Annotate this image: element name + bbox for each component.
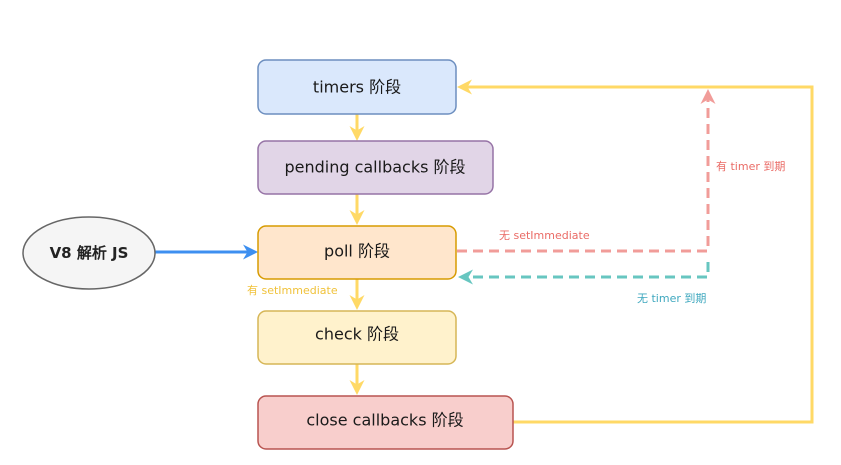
node-check: check 阶段 xyxy=(257,310,457,365)
node-close-callbacks: close callbacks 阶段 xyxy=(257,395,514,450)
label-no-setimmediate: 无 setImmediate xyxy=(499,229,590,242)
node-v8-label: V8 解析 JS xyxy=(50,244,129,262)
node-v8-parse: V8 解析 JS xyxy=(22,216,156,290)
edge-close-to-timers-loop xyxy=(457,79,814,424)
node-poll-label: poll 阶段 xyxy=(324,242,390,261)
node-check-label: check 阶段 xyxy=(315,325,399,344)
node-timers-label: timers 阶段 xyxy=(313,78,401,97)
node-close-label: close callbacks 阶段 xyxy=(306,411,463,430)
node-poll: poll 阶段 xyxy=(257,225,457,280)
edge-no-timer-back-to-poll xyxy=(458,262,710,285)
edge-poll-to-timers-dashed xyxy=(457,89,716,253)
label-no-timer-expired: 无 timer 到期 xyxy=(637,292,706,305)
node-pending-label: pending callbacks 阶段 xyxy=(284,158,465,177)
node-timers: timers 阶段 xyxy=(257,59,457,115)
label-has-timer-expired: 有 timer 到期 xyxy=(716,159,785,173)
node-pending-callbacks: pending callbacks 阶段 xyxy=(257,140,494,195)
label-has-setimmediate: 有 setImmediate xyxy=(247,283,338,297)
